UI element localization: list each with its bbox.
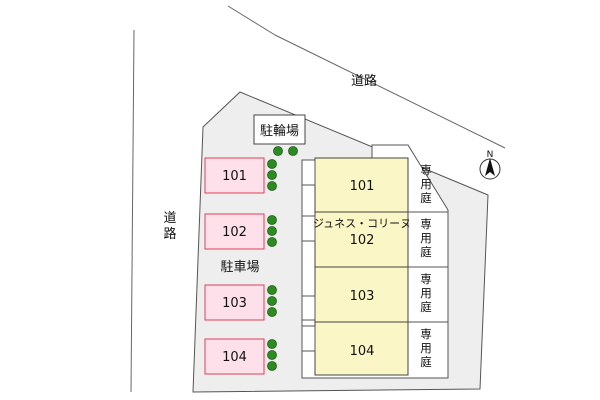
parking-space-104 bbox=[204, 338, 265, 375]
tree-icon bbox=[267, 226, 277, 236]
tree-icon bbox=[267, 296, 277, 306]
private-garden-label: 専用庭 bbox=[420, 163, 432, 205]
tree-icon bbox=[267, 215, 277, 225]
tree-icon bbox=[267, 339, 277, 349]
parking-space-103 bbox=[204, 284, 265, 321]
compass-label: N bbox=[487, 150, 494, 160]
private-garden-char: 用 bbox=[420, 341, 432, 355]
private-garden-label: 専用庭 bbox=[420, 272, 432, 314]
private-garden-char: 庭 bbox=[420, 300, 432, 314]
road-edge-left bbox=[130, 29, 135, 393]
entrance-step bbox=[301, 215, 316, 242]
unit-label: 101 bbox=[350, 179, 375, 194]
private-garden-char: 用 bbox=[420, 177, 432, 191]
private-garden-char: 庭 bbox=[420, 191, 432, 205]
private-garden-char: 用 bbox=[420, 231, 432, 245]
private-garden-char: 庭 bbox=[420, 355, 432, 369]
private-garden-char: 専 bbox=[420, 217, 432, 231]
entrance-step bbox=[301, 295, 316, 321]
road-label-left-char: 路 bbox=[163, 226, 176, 242]
tree-icon bbox=[267, 181, 277, 191]
parking-space-label: 102 bbox=[222, 225, 247, 240]
parking-space-label: 103 bbox=[222, 296, 247, 311]
parking-space-101 bbox=[204, 157, 265, 194]
tree-icon bbox=[267, 361, 277, 371]
unit-104 bbox=[314, 321, 409, 376]
unit-103 bbox=[314, 266, 409, 323]
road-label-top: 道路 bbox=[351, 73, 377, 89]
private-garden-label: 専用庭 bbox=[420, 217, 432, 259]
road-label-left-char: 道 bbox=[163, 211, 176, 226]
private-garden-label: 専用庭 bbox=[420, 327, 432, 369]
parking-space-102 bbox=[204, 213, 265, 250]
road-edge-top bbox=[227, 5, 276, 36]
private-garden-char: 専 bbox=[420, 327, 432, 341]
bicycle-parking-box bbox=[253, 114, 306, 145]
tree-icon bbox=[267, 170, 277, 180]
parking-space-label: 101 bbox=[222, 169, 247, 184]
tree-icon bbox=[267, 159, 277, 169]
road-label-left: 道路 bbox=[163, 211, 176, 242]
unit-label: 104 bbox=[350, 344, 375, 359]
building-name: ジュネス・コリーヌ bbox=[313, 217, 411, 230]
tree-icon bbox=[267, 285, 277, 295]
private-garden-char: 専 bbox=[420, 272, 432, 286]
private-garden-char: 用 bbox=[420, 286, 432, 300]
tree-icon bbox=[267, 350, 277, 360]
private-garden-char: 庭 bbox=[420, 245, 432, 259]
parking-space-label: 104 bbox=[222, 350, 247, 365]
tree-icon bbox=[267, 237, 277, 247]
trees bbox=[267, 146, 298, 371]
tree-icon bbox=[273, 146, 283, 156]
svg-text:道路: 道路 bbox=[163, 211, 176, 242]
tree-icon bbox=[288, 146, 298, 156]
parking-lot-label: 駐車場 bbox=[220, 260, 259, 275]
tree-icon bbox=[267, 307, 277, 317]
unit-label: 102 bbox=[350, 233, 375, 248]
compass: N bbox=[479, 150, 501, 180]
private-garden-char: 専 bbox=[420, 163, 432, 177]
entrance-step bbox=[301, 325, 316, 352]
unit-101 bbox=[314, 157, 409, 213]
road-edge-top bbox=[274, 34, 506, 149]
unit-label: 103 bbox=[350, 289, 375, 304]
bicycle-parking-label: 駐輪場 bbox=[260, 123, 299, 139]
entrance-step bbox=[301, 159, 316, 186]
north-arrow-icon bbox=[485, 158, 495, 176]
parking-spaces: 101 102 103 104 bbox=[204, 157, 265, 375]
